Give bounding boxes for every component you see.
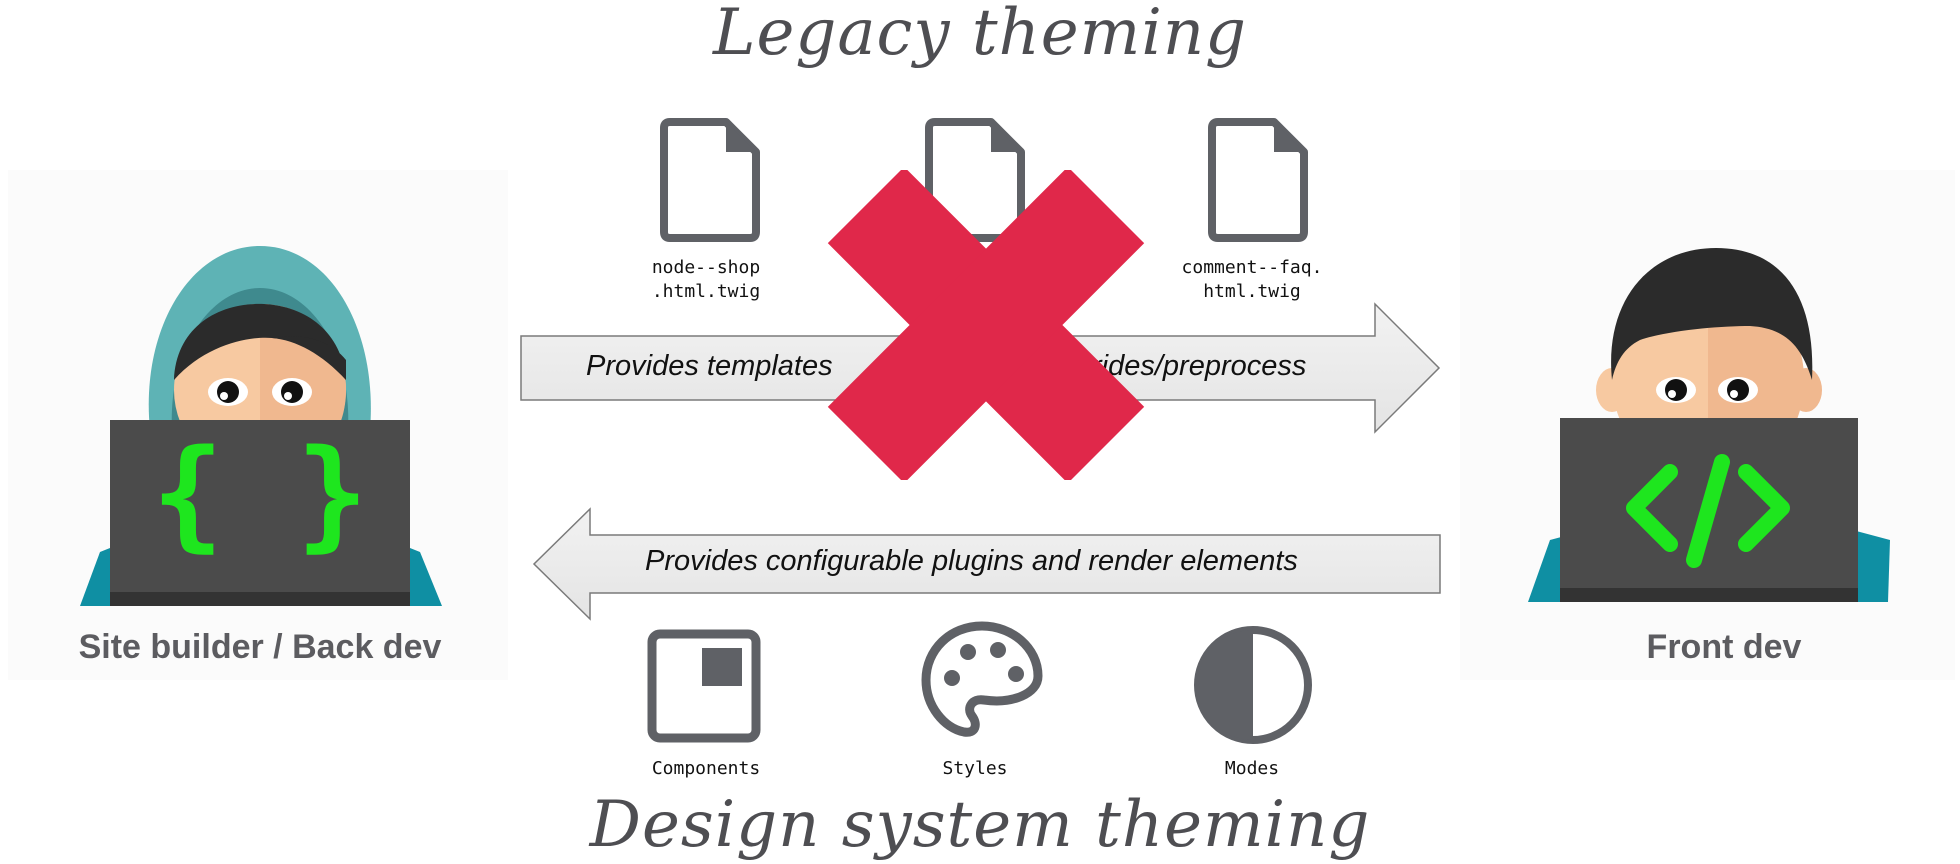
- cross-icon: [827, 170, 1145, 480]
- file-name-line: node--shop: [651, 257, 761, 278]
- styles-label: Styles: [942, 758, 1008, 779]
- file-icon: [1208, 118, 1308, 242]
- legacy-theming-title: Legacy theming: [713, 0, 1247, 70]
- file-name-line: comment--faq.: [1181, 257, 1323, 278]
- file-name-line: .html.twig: [651, 281, 761, 302]
- arrow-text-provides-plugins: Provides configurable plugins and render…: [645, 545, 1298, 577]
- arrow-text-overrides-preprocess: rides/preprocess: [1092, 350, 1307, 382]
- file-name-node-shop: node--shop .html.twig: [606, 256, 806, 304]
- palette-icon: [921, 621, 1043, 737]
- components-label: Components: [651, 758, 761, 779]
- file-icon: [660, 118, 760, 242]
- arrow-text-provides-templates: Provides templates: [586, 350, 833, 382]
- curly-braces-symbol: { }: [151, 425, 369, 564]
- front-dev-label: Front dev: [1646, 628, 1802, 666]
- file-name-comment-faq: comment--faq. html.twig: [1152, 256, 1352, 304]
- contrast-icon: [1194, 626, 1312, 744]
- front-dev-avatar: [1528, 248, 1890, 602]
- site-builder-avatar: [80, 246, 442, 606]
- design-system-theming-title: Design system theming: [589, 788, 1371, 862]
- component-icon: [647, 629, 761, 743]
- modes-label: Modes: [1224, 758, 1280, 779]
- site-builder-label: Site builder / Back dev: [78, 628, 442, 666]
- file-name-line: html.twig: [1203, 281, 1301, 302]
- left-arrow: [532, 507, 1441, 621]
